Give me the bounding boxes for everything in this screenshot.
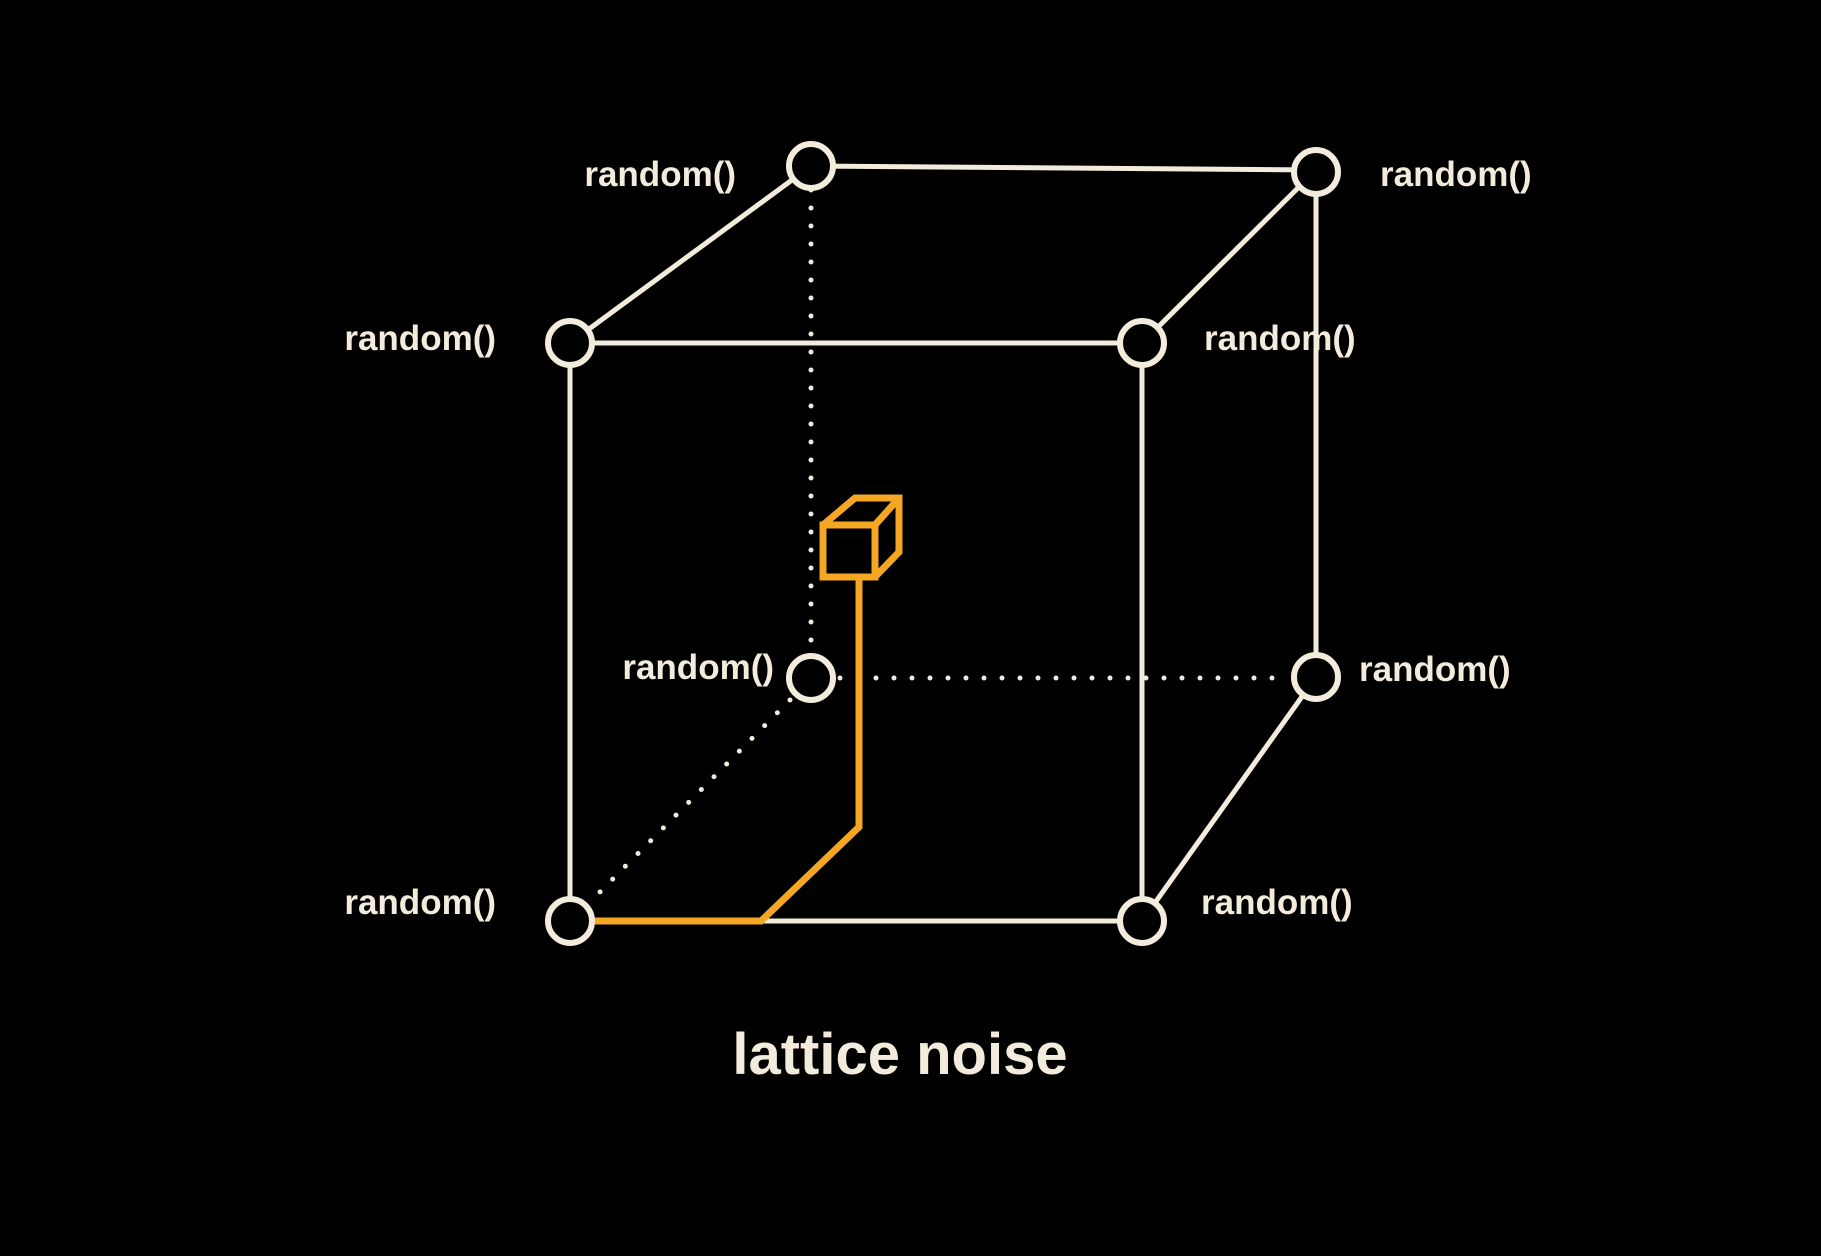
hidden-edge-diagonal: [589, 697, 793, 903]
node-back-top-left: [786, 141, 836, 191]
label-front-top-left: random(): [344, 319, 496, 358]
node-front-top-right: [1117, 318, 1167, 368]
node-back-bottom-right: [1291, 652, 1341, 702]
label-back-top-left: random(): [584, 155, 736, 194]
sample-point-cube-icon: [819, 494, 903, 581]
label-back-top-right: random(): [1380, 155, 1532, 194]
edge-bottom-right: [1139, 675, 1319, 923]
node-front-bottom-right: [1117, 896, 1167, 946]
node-back-top-right: [1291, 147, 1341, 197]
edge-top-right: [1140, 168, 1318, 345]
node-back-bottom-left: [786, 653, 836, 703]
label-front-bottom-left: random(): [344, 883, 496, 922]
node-front-top-left: [545, 318, 595, 368]
node-front-bottom-left: [545, 896, 595, 946]
label-back-bottom-left: random(): [622, 648, 774, 687]
label-back-bottom-right: random(): [1359, 650, 1511, 689]
sample-path: [572, 578, 863, 925]
edge-top-left: [568, 163, 813, 346]
label-front-bottom-right: random(): [1201, 883, 1353, 922]
label-front-top-right: random(): [1204, 319, 1356, 358]
edge-back-top: [810, 163, 1317, 173]
diagram-title: lattice noise: [732, 1022, 1067, 1087]
